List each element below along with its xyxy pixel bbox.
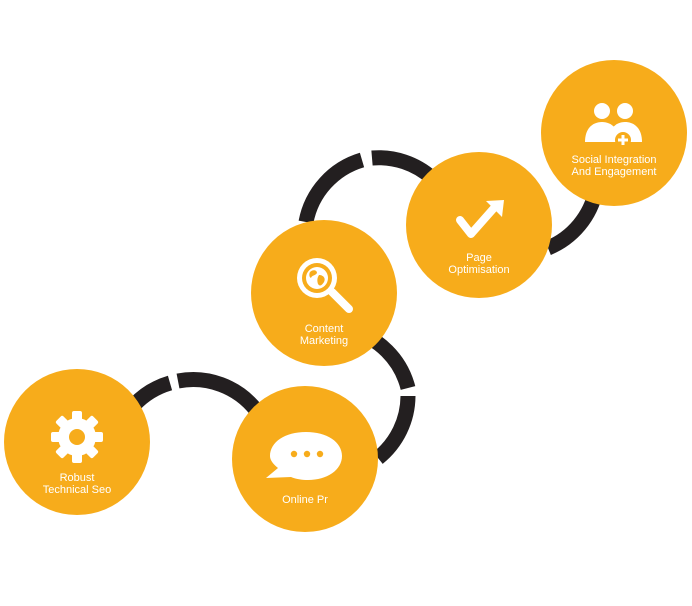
check-arrow-icon: [456, 200, 504, 238]
gear-icon: [51, 411, 103, 463]
step-label-line: Social Integration: [571, 154, 657, 166]
step-label-line: Optimisation: [448, 264, 510, 276]
step-label: Page Optimisation: [406, 252, 552, 276]
step-label-line: And Engagement: [571, 166, 657, 178]
connector-arc-3: [298, 152, 365, 224]
globe-magnifier-icon: [297, 258, 353, 313]
step-label-line: Online Pr: [282, 494, 328, 506]
users-add-icon: [585, 103, 642, 148]
step-online-pr: Online Pr: [232, 386, 378, 532]
step-label: Online Pr: [232, 494, 378, 506]
step-label-line: Page: [466, 252, 492, 264]
step-social-integration: Social Integration And Engagement: [541, 60, 687, 206]
speech-bubble-icon: [266, 432, 342, 480]
step-label: Content Marketing: [251, 323, 397, 347]
connector-arc-1b: [176, 372, 262, 415]
step-content-marketing: Content Marketing: [251, 220, 397, 366]
connector-arc-2b: [373, 395, 416, 464]
step-page-optimisation: Page Optimisation: [406, 152, 552, 298]
step-label: Social Integration And Engagement: [541, 154, 687, 178]
step-label: Robust Technical Seo: [4, 472, 150, 496]
step-robust-technical-seo: Robust Technical Seo: [4, 369, 150, 515]
step-label-line: Robust: [59, 472, 95, 484]
step-label-line: Content: [304, 323, 344, 335]
step-label-line: Marketing: [299, 335, 349, 347]
step-label-line: Technical Seo: [42, 484, 112, 496]
